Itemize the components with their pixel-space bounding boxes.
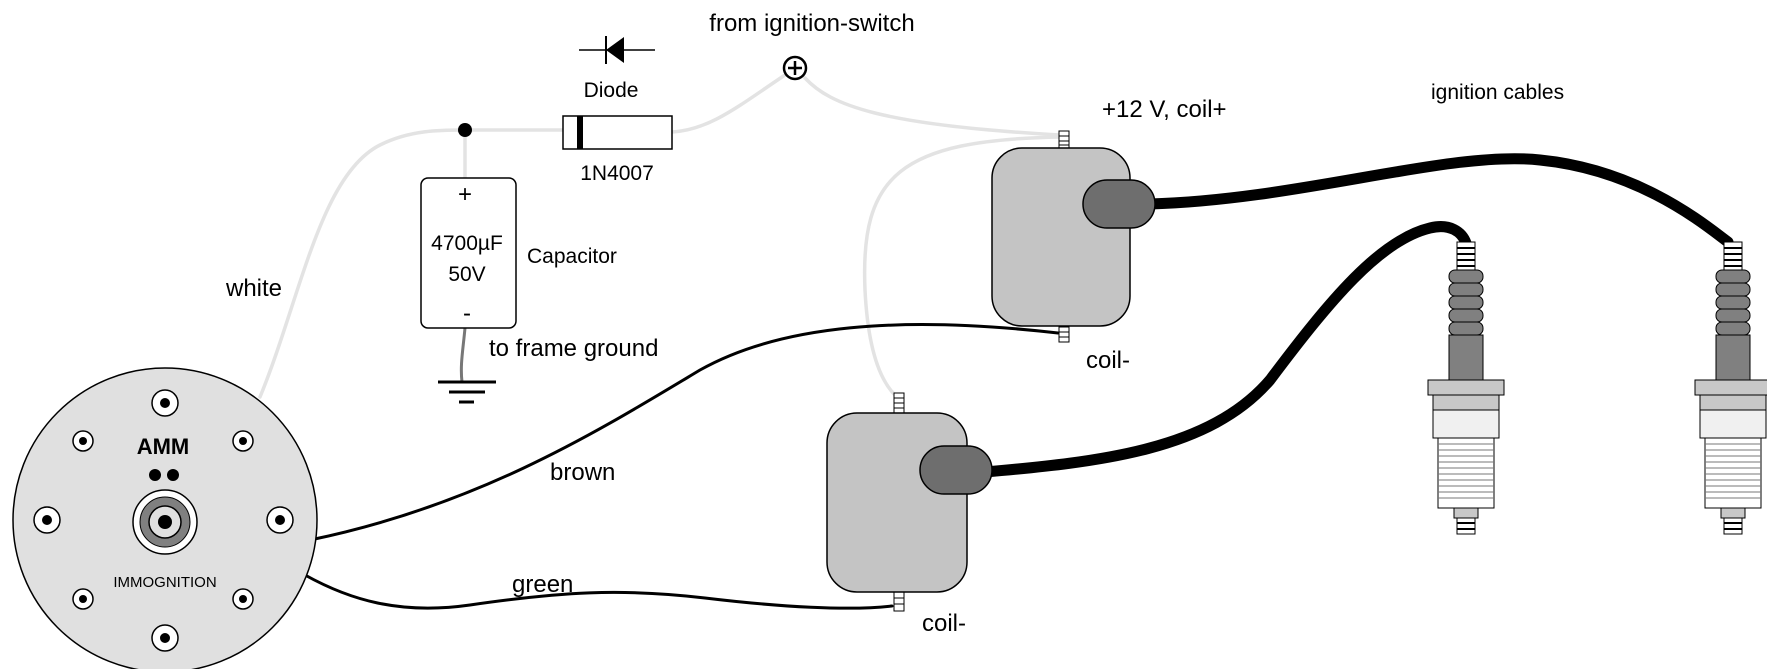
diode-symbol xyxy=(579,36,655,64)
capacitor-value: 4700µF xyxy=(431,232,503,255)
diode-component xyxy=(562,115,673,150)
ignition-coil-2 xyxy=(826,392,993,612)
plus-terminal-icon xyxy=(782,55,808,81)
capacitor-body xyxy=(420,177,517,329)
ignition-cables-label: ignition cables xyxy=(1431,81,1564,104)
ignition-coil-1 xyxy=(991,130,1156,343)
capacitor-plus: + xyxy=(458,181,472,208)
ground-lead xyxy=(459,327,467,383)
indicator-dot xyxy=(167,469,179,481)
green-wire xyxy=(303,573,894,610)
capacitor-minus: - xyxy=(463,300,471,327)
supply-label: +12 V, coil+ xyxy=(1102,96,1227,123)
wire-coil1-to-coil2 xyxy=(862,135,1062,397)
indicator-dot xyxy=(149,469,161,481)
center-connector xyxy=(132,489,198,555)
ignition-cable-2 xyxy=(979,221,1472,478)
coil-2-minus-label: coil- xyxy=(922,610,966,637)
brown-wire-label: brown xyxy=(550,459,615,486)
wire-switch-to-coil1 xyxy=(803,76,1062,137)
module-brand: AMM xyxy=(137,434,190,459)
screw-icon xyxy=(72,430,94,452)
ignition-switch-label: from ignition-switch xyxy=(709,10,914,37)
green-wire-label: green xyxy=(512,571,573,598)
junction-dot xyxy=(458,123,472,137)
coil-1-minus-label: coil- xyxy=(1086,347,1130,374)
screw-icon xyxy=(151,624,179,652)
white-wire-label: white xyxy=(225,275,282,302)
screw-icon xyxy=(232,588,254,610)
screw-icon xyxy=(72,588,94,610)
screw-icon xyxy=(266,506,294,534)
screw-icon xyxy=(33,506,61,534)
brown-wire xyxy=(308,323,1060,542)
screw-icon xyxy=(151,389,179,417)
frame-ground-label: to frame ground xyxy=(489,335,658,362)
screw-icon xyxy=(232,430,254,452)
wire-diode-to-switch xyxy=(670,73,787,134)
ground-symbol xyxy=(438,380,496,404)
spark-plug-2 xyxy=(1694,241,1767,535)
diode-label: Diode xyxy=(584,79,639,102)
diode-part-number: 1N4007 xyxy=(580,162,654,185)
capacitor-label: Capacitor xyxy=(527,245,617,268)
white-wire-module-to-junction xyxy=(258,128,467,399)
spark-plug-1 xyxy=(1427,241,1505,535)
ignition-cable-1 xyxy=(1144,153,1734,248)
capacitor-voltage: 50V xyxy=(448,263,485,286)
immognition-module xyxy=(12,367,318,669)
module-name: IMMOGNITION xyxy=(113,574,216,591)
